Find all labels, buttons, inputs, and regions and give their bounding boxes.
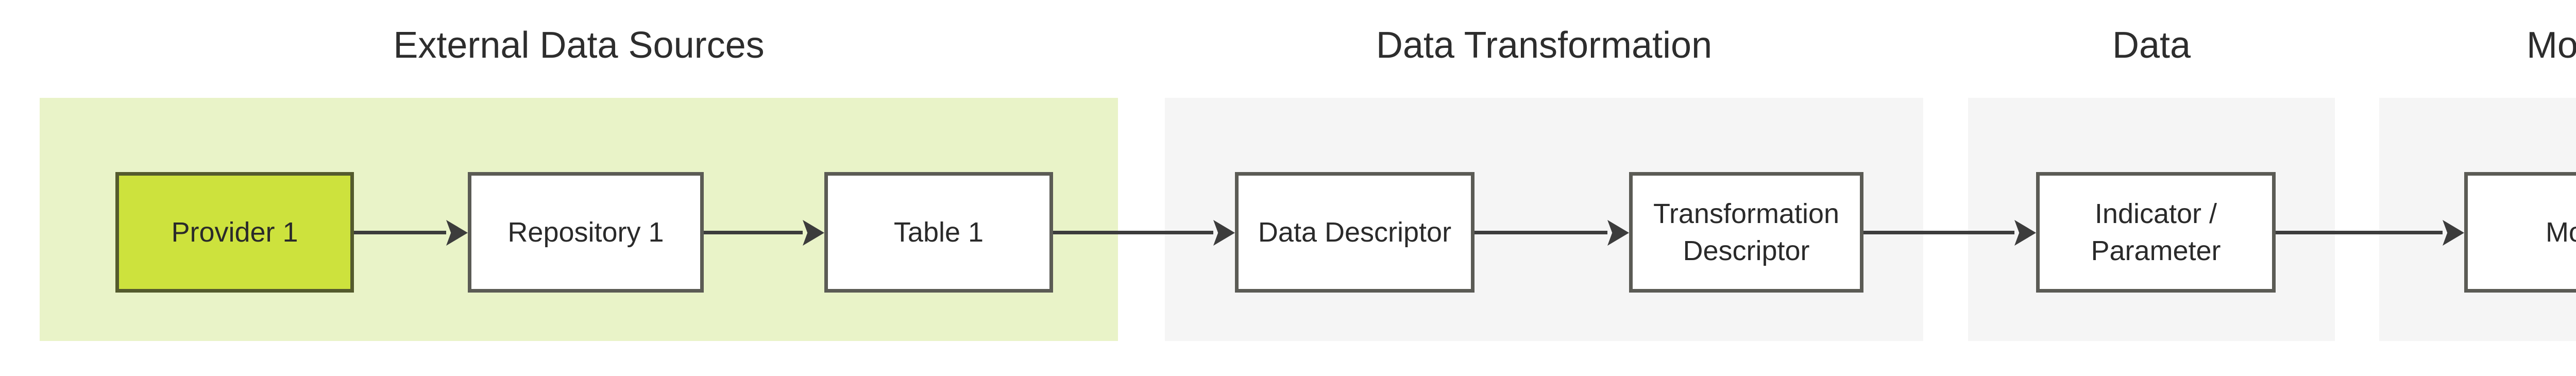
node-repository-1: Repository 1 — [468, 172, 704, 293]
arrow-line — [1475, 231, 1607, 234]
section-title-external-data-sources: External Data Sources — [393, 25, 765, 66]
arrow-line — [1053, 231, 1213, 234]
arrow-line — [1863, 231, 2014, 234]
arrow-line — [704, 231, 803, 234]
section-title-data: Data — [2112, 25, 2191, 66]
section-title-data-transformation: Data Transformation — [1376, 25, 1713, 66]
node-transformation-descriptor: Transformation Descriptor — [1629, 172, 1863, 293]
node-data-descriptor: Data Descriptor — [1235, 172, 1475, 293]
node-model: Model — [2464, 172, 2576, 293]
section-title-model: Model — [2526, 25, 2576, 66]
node-indicator-parameter: Indicator / Parameter — [2036, 172, 2276, 293]
arrow-line — [354, 231, 446, 234]
arrow-line — [2276, 231, 2443, 234]
node-provider-1: Provider 1 — [115, 172, 354, 293]
node-table-1: Table 1 — [824, 172, 1053, 293]
